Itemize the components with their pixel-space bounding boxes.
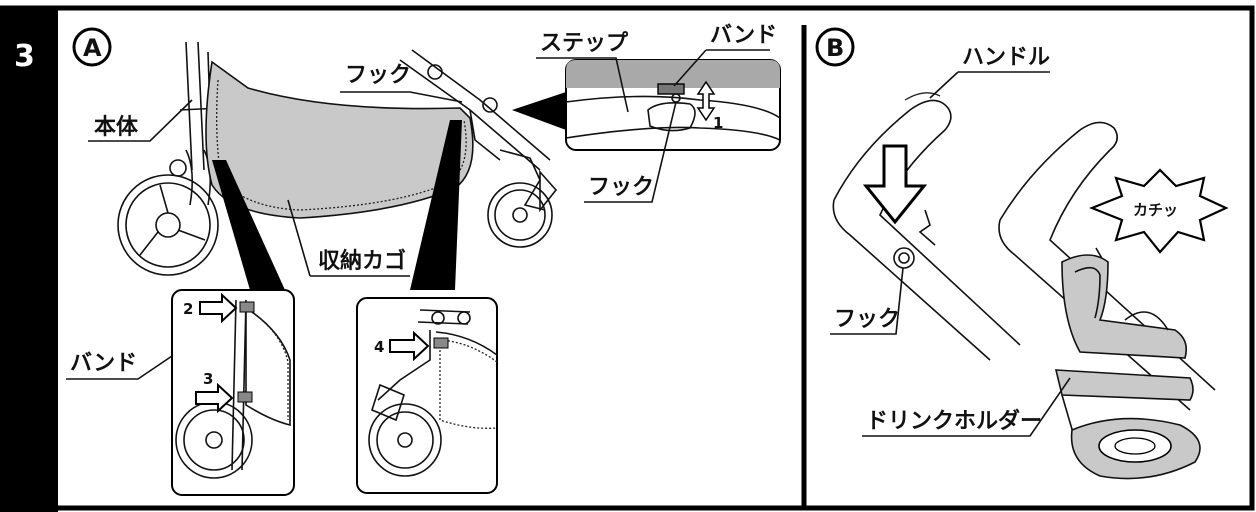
panel-a-badge: A (83, 34, 102, 62)
push-down-arrow (862, 144, 928, 225)
label-band: バンド (70, 351, 137, 376)
click-burst (1089, 168, 1229, 254)
label-handle: ハンドル (962, 45, 1050, 70)
click-sound-text: カチッ (1133, 201, 1178, 219)
zoom-detail: 1 (565, 59, 781, 151)
inset-left: 2 3 (171, 289, 295, 496)
zoom-arrow-number: 1 (713, 114, 723, 132)
label-hook-top: フック (345, 63, 411, 88)
zoom-pointer (512, 92, 566, 130)
label-basket: 収納カゴ (318, 248, 406, 274)
zoom-label-band: バンド (710, 23, 777, 48)
panel-b: B カチッ (815, 27, 1229, 480)
panel-a-badge-circle (72, 27, 112, 67)
zoom-label-step: ステップ (540, 31, 629, 56)
label-drink-holder: ドリンクホルダー (866, 408, 1042, 434)
step-number: 3 (14, 39, 35, 74)
label-body: 本体 (94, 115, 139, 140)
panel-b-badge-circle (815, 27, 855, 67)
panel-b-badge: B (826, 34, 844, 62)
handle-before (832, 92, 1021, 361)
inset-right: 4 (356, 297, 498, 494)
stroller-frame-right (399, 49, 558, 248)
storage-basket (205, 60, 474, 219)
zoom-label-hook: フック (588, 175, 654, 200)
band-strip-left (212, 160, 285, 290)
inset-left-number-3: 3 (203, 370, 213, 388)
drink-holder-illustration (1054, 254, 1201, 480)
step-bar (0, 8, 58, 512)
panel-a: A (66, 23, 781, 496)
inset-left-number-2: 2 (183, 300, 193, 318)
inset-right-number-4: 4 (374, 338, 384, 356)
stroller-frame-left (117, 41, 221, 276)
band-strip-right (410, 120, 462, 290)
label-hook: フック (834, 307, 900, 332)
